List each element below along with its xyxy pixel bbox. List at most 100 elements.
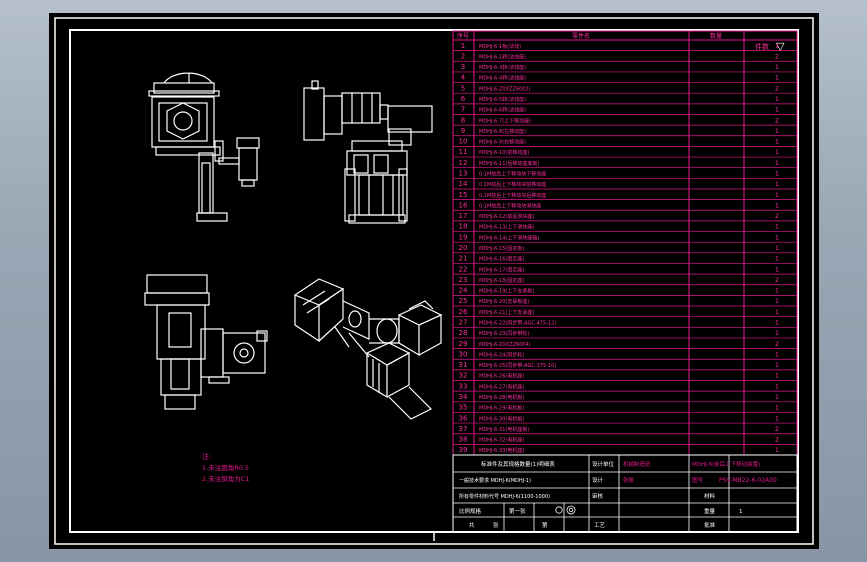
- table-row-no: 38: [459, 436, 468, 444]
- table-row-name: MDHJ-6-13(上下滑块座): [479, 224, 534, 231]
- table-row-qty: 1: [775, 244, 779, 252]
- notes-line-1: 1.未注圆角R0.5: [202, 463, 249, 472]
- tb-material-label: 材料: [704, 492, 716, 500]
- table-row-qty: 1: [775, 223, 779, 231]
- table-row-name: MDHJ-6-18(固定座): [479, 277, 524, 284]
- table-row-name: MDHJ-6-31(电机座板): [479, 426, 529, 433]
- title-block: 标准件及其规格数量(1)明细表 设计单位 机械制造班 MDHJ-6(前后上下移动…: [452, 454, 798, 533]
- table-row-qty: 2: [775, 276, 779, 284]
- tb-standard-parts: 标准件及其规格数量(1)明细表: [481, 460, 555, 468]
- table-row-qty: 1: [775, 255, 779, 263]
- table-row-qty: 1: [775, 287, 779, 295]
- table-row-qty: 2: [775, 52, 779, 60]
- tb-scale-label: 比例规格: [459, 507, 482, 515]
- table-row-qty: 2: [775, 84, 779, 92]
- table-row-no: 9: [461, 127, 465, 135]
- table-row-qty: 2: [775, 436, 779, 444]
- table-row-no: 19: [459, 233, 468, 241]
- table-row-name: MDHJ-6-33(电机座): [479, 447, 524, 454]
- table-row-name: MDHJ-6-25(同步带-AGC-375-10): [479, 363, 556, 369]
- notes-line-2: 2.未注倒角为C1: [202, 474, 249, 483]
- table-row-no: 24: [459, 287, 468, 295]
- table-row-qty: 1: [775, 382, 779, 390]
- tb-page-label: 第: [542, 521, 548, 529]
- table-row-no: 2: [461, 52, 465, 60]
- table-row-no: 25: [459, 297, 468, 305]
- table-row-no: 8: [461, 116, 465, 124]
- table-row-name: 0.1M前后上下移动块下移动座: [479, 171, 546, 178]
- top-view-drawing: [144, 274, 268, 410]
- table-row-qty: 2: [775, 116, 779, 124]
- tb-checker-label: 审核: [592, 492, 604, 500]
- table-row-name: MDHJ-6-12(前后滑块座): [479, 213, 534, 220]
- tb-design-unit: 机械制造班: [623, 460, 651, 468]
- table-row-qty: 1: [775, 74, 779, 82]
- table-row-name: MDHJ-6-1板(法线): [479, 43, 521, 50]
- table-row-name: MDHJ-6-29(电机板): [479, 405, 524, 412]
- table-row-qty: 1: [775, 191, 779, 199]
- table-row-name: MDHJ-6-Z0XZZ6004): [479, 342, 531, 348]
- tb-process-label: 工艺: [594, 522, 606, 529]
- table-row-qty: 1: [775, 63, 779, 71]
- tb-total-label: 共: [469, 521, 475, 529]
- table-row-qty: 1: [775, 446, 779, 454]
- front-view-drawing: [148, 72, 260, 222]
- tb-design-unit-label: 设计单位: [592, 460, 615, 468]
- table-row-name: MDHJ-6-24(同步轮): [479, 351, 524, 358]
- table-row-no: 23: [459, 276, 468, 284]
- surface-finish-symbol: ▽: [776, 40, 785, 53]
- table-row-name: MDHJ-6-21(上下支承座): [479, 309, 534, 316]
- table-row-no: 39: [459, 446, 468, 454]
- table-row-qty: 2: [775, 425, 779, 433]
- header-no: 序号: [457, 32, 469, 40]
- table-row-no: 36: [459, 414, 468, 422]
- table-row-name: MDHJ-6-16(固定座): [479, 256, 524, 263]
- table-row-no: 4: [461, 74, 466, 82]
- table-row-name: MDHJ-6-14(上下滑块座轴): [479, 234, 539, 241]
- table-row-qty: 1: [775, 138, 779, 146]
- tb-material-code: 所有零件材料代号 MDHJ-6(1100-1000): [459, 493, 550, 500]
- table-row-name: 0.1M前后上下移动块滑块座: [479, 202, 541, 209]
- table-row-name: MDHJ-6-23(同步带轮): [479, 330, 529, 337]
- table-row-no: 13: [459, 170, 468, 178]
- header-qty: 数量: [710, 32, 722, 40]
- table-row-qty: 1: [775, 414, 779, 422]
- table-row-name: MDHJ-6-9(右移动座): [479, 139, 526, 146]
- table-row-no: 22: [459, 265, 468, 273]
- tb-approve-label: 批准: [704, 521, 716, 529]
- table-row-no: 3: [461, 63, 465, 71]
- table-row-qty: 1: [775, 329, 779, 337]
- table-row-no: 32: [459, 372, 468, 380]
- table-row-name: MDHJ-6-5转(法线座): [479, 96, 526, 103]
- table-row-name: MDHJ-6-10(前移动座): [479, 149, 529, 156]
- table-row-name: MDHJ-6-7(上下移动座): [479, 117, 531, 124]
- table-row-name: MDHJ-6-Z0XZZ6002): [479, 86, 531, 92]
- header-unit: 件数: [755, 42, 769, 51]
- table-row-no: 27: [459, 318, 468, 326]
- tb-designer: 张振: [623, 476, 635, 484]
- table-row-no: 28: [459, 329, 468, 337]
- table-row-no: 26: [459, 308, 468, 316]
- table-row-name: MDHJ-6-17(固定座): [479, 266, 524, 273]
- table-row-qty: 2: [775, 212, 779, 220]
- table-row-name: MDHJ-6-6转(法线座): [479, 107, 526, 114]
- table-row-no: 18: [459, 223, 468, 231]
- table-row-no: 7: [461, 106, 465, 114]
- table-row-qty: 1: [775, 95, 779, 103]
- tb-drawing-no: PSV-MB22-6-02A00: [719, 477, 777, 484]
- table-row-qty: 1: [775, 265, 779, 273]
- table-row-qty: 1: [775, 404, 779, 412]
- table-row-no: 16: [459, 201, 468, 209]
- table-row-name: MDHJ-6-1转(法线座): [479, 53, 526, 60]
- table-row-qty: 1: [775, 350, 779, 358]
- table-row-no: 29: [459, 340, 468, 348]
- tb-sheet-label: 第一张: [509, 507, 526, 515]
- notes-heading: 注:: [202, 452, 211, 461]
- tb-general-requirements: 一般技术要求 MDHJ-6(MDHJ-1): [459, 477, 531, 484]
- table-row-name: 0.1M前后上下移动块前移动座: [479, 181, 546, 188]
- table-row-qty: 1: [775, 148, 779, 156]
- table-row-qty: 1: [775, 201, 779, 209]
- table-row-no: 1: [461, 42, 465, 50]
